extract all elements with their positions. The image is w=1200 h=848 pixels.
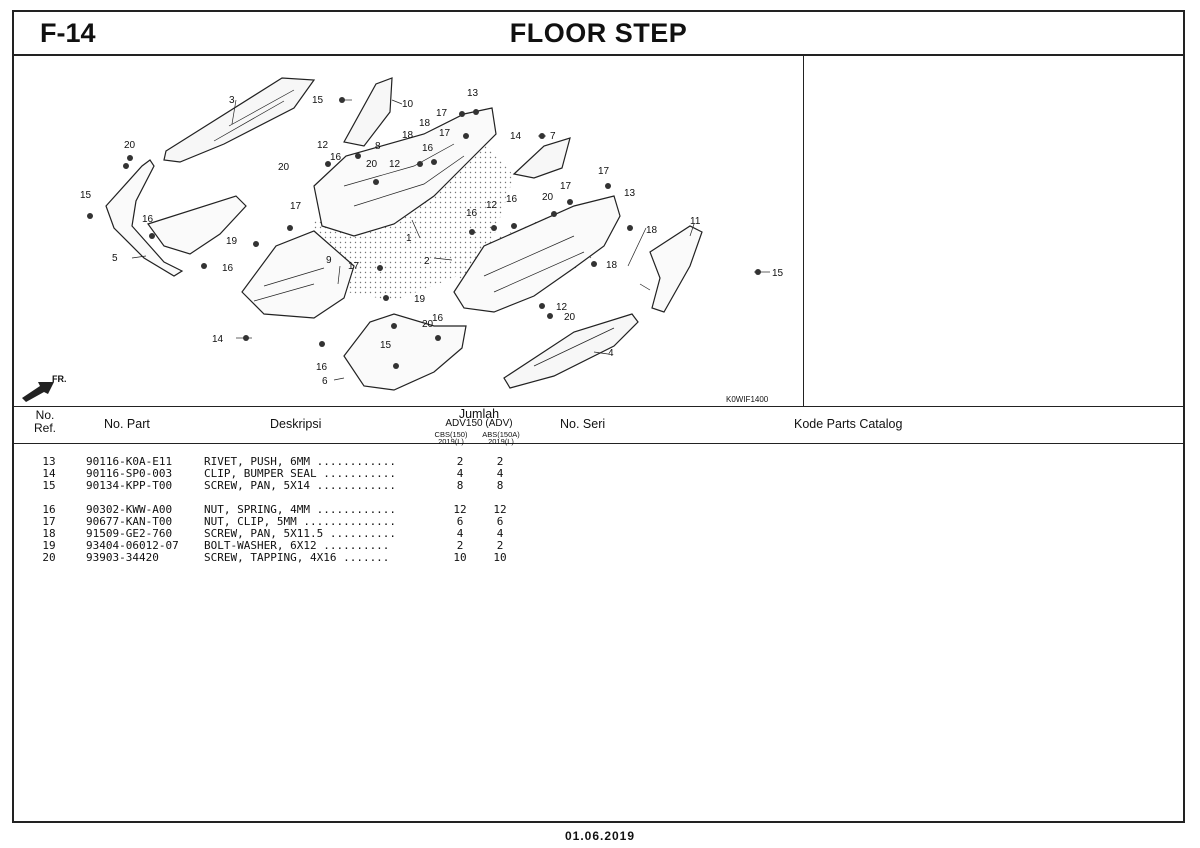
svg-text:14: 14 bbox=[212, 334, 224, 345]
col-ref-label: No. Ref. bbox=[33, 408, 56, 435]
svg-text:4: 4 bbox=[608, 348, 614, 359]
col-variant-2: ABS(150A) bbox=[482, 430, 520, 439]
figure-code: K0WIF1400 bbox=[726, 395, 769, 404]
svg-text:18: 18 bbox=[646, 225, 658, 236]
svg-text:1: 1 bbox=[406, 233, 412, 244]
svg-text:12: 12 bbox=[317, 140, 329, 151]
table-header: No. Ref. No. Part Deskripsi Jumlah ADV15… bbox=[14, 406, 1183, 446]
svg-text:12: 12 bbox=[389, 159, 401, 170]
part-2-shape bbox=[453, 195, 621, 313]
svg-text:15: 15 bbox=[312, 95, 324, 106]
svg-text:10: 10 bbox=[402, 99, 414, 110]
part-5b-shape bbox=[147, 195, 247, 255]
part-11-shape bbox=[649, 225, 703, 313]
svg-text:17: 17 bbox=[598, 166, 610, 177]
svg-text:11: 11 bbox=[690, 216, 701, 227]
page-header: F-14 FLOOR STEP bbox=[14, 12, 1183, 56]
col-part-label: No. Part bbox=[104, 417, 150, 431]
svg-text:17: 17 bbox=[439, 128, 451, 139]
svg-text:16: 16 bbox=[222, 263, 234, 274]
front-label: FR. bbox=[52, 374, 67, 384]
svg-text:15: 15 bbox=[380, 340, 392, 351]
part-7-shape bbox=[512, 137, 571, 179]
svg-text:6: 6 bbox=[322, 376, 328, 387]
svg-text:17: 17 bbox=[560, 181, 572, 192]
svg-text:16: 16 bbox=[506, 194, 518, 205]
svg-text:12: 12 bbox=[486, 200, 498, 211]
svg-text:16: 16 bbox=[432, 313, 444, 324]
svg-text:20: 20 bbox=[542, 192, 554, 203]
svg-text:16: 16 bbox=[466, 208, 478, 219]
svg-text:2: 2 bbox=[424, 256, 430, 267]
svg-text:12: 12 bbox=[556, 302, 568, 313]
col-catalog-label: Kode Parts Catalog bbox=[794, 417, 903, 431]
page-frame: F-14 FLOOR STEP bbox=[12, 10, 1185, 823]
part-5-shape bbox=[105, 159, 184, 277]
svg-text:9: 9 bbox=[326, 255, 332, 266]
svg-text:8: 8 bbox=[375, 141, 381, 152]
svg-text:16: 16 bbox=[330, 152, 342, 163]
svg-text:15: 15 bbox=[80, 190, 92, 201]
part-4-shape bbox=[503, 313, 639, 389]
col-variant-1: CBS(150) bbox=[434, 430, 468, 439]
exploded-parts-diagram: 3 15 10 13 17 18 17 18 8 16 12 16 20 12 … bbox=[14, 56, 804, 406]
part-6-shape bbox=[343, 313, 467, 391]
col-desc-label: Deskripsi bbox=[270, 417, 322, 431]
col-model-label: ADV150 (ADV) bbox=[445, 418, 513, 429]
svg-text:18: 18 bbox=[402, 130, 414, 141]
svg-text:3: 3 bbox=[229, 95, 235, 106]
svg-text:15: 15 bbox=[772, 268, 784, 279]
svg-text:19: 19 bbox=[226, 236, 238, 247]
svg-text:17: 17 bbox=[290, 201, 302, 212]
svg-text:7: 7 bbox=[550, 131, 556, 142]
svg-text:13: 13 bbox=[467, 88, 479, 99]
svg-text:16: 16 bbox=[316, 362, 328, 373]
svg-text:20: 20 bbox=[124, 140, 136, 151]
col-serial-label: No. Seri bbox=[560, 417, 606, 431]
page-id: F-14 bbox=[40, 18, 96, 48]
col-year-1: 2019(L) bbox=[438, 437, 464, 446]
footer-date: 01.06.2019 bbox=[564, 829, 636, 843]
svg-text:16: 16 bbox=[422, 143, 434, 154]
svg-text:17: 17 bbox=[348, 261, 360, 272]
svg-text:17: 17 bbox=[436, 108, 448, 119]
col-qty-label: Jumlah bbox=[458, 407, 500, 421]
callout-labels: 3 15 10 13 17 18 17 18 8 16 12 16 20 12 … bbox=[80, 88, 784, 387]
svg-text:20: 20 bbox=[366, 159, 378, 170]
svg-text:14: 14 bbox=[510, 131, 522, 142]
svg-text:13: 13 bbox=[624, 188, 636, 199]
svg-text:16: 16 bbox=[142, 214, 154, 225]
part-10-shape bbox=[343, 77, 393, 147]
svg-text:18: 18 bbox=[606, 260, 618, 271]
svg-text:19: 19 bbox=[414, 294, 426, 305]
diagram-drawing: 3 15 10 13 17 18 17 18 8 16 12 16 20 12 … bbox=[22, 77, 784, 404]
svg-text:20: 20 bbox=[422, 319, 434, 330]
svg-text:20: 20 bbox=[278, 162, 290, 173]
part-3-shape bbox=[163, 77, 316, 163]
col-year-2: 2019(L) bbox=[488, 437, 514, 446]
page-title: FLOOR STEP bbox=[509, 18, 688, 48]
svg-text:20: 20 bbox=[564, 312, 576, 323]
front-arrow-icon: FR. bbox=[22, 374, 67, 402]
svg-text:5: 5 bbox=[112, 253, 118, 264]
svg-text:18: 18 bbox=[419, 118, 431, 129]
